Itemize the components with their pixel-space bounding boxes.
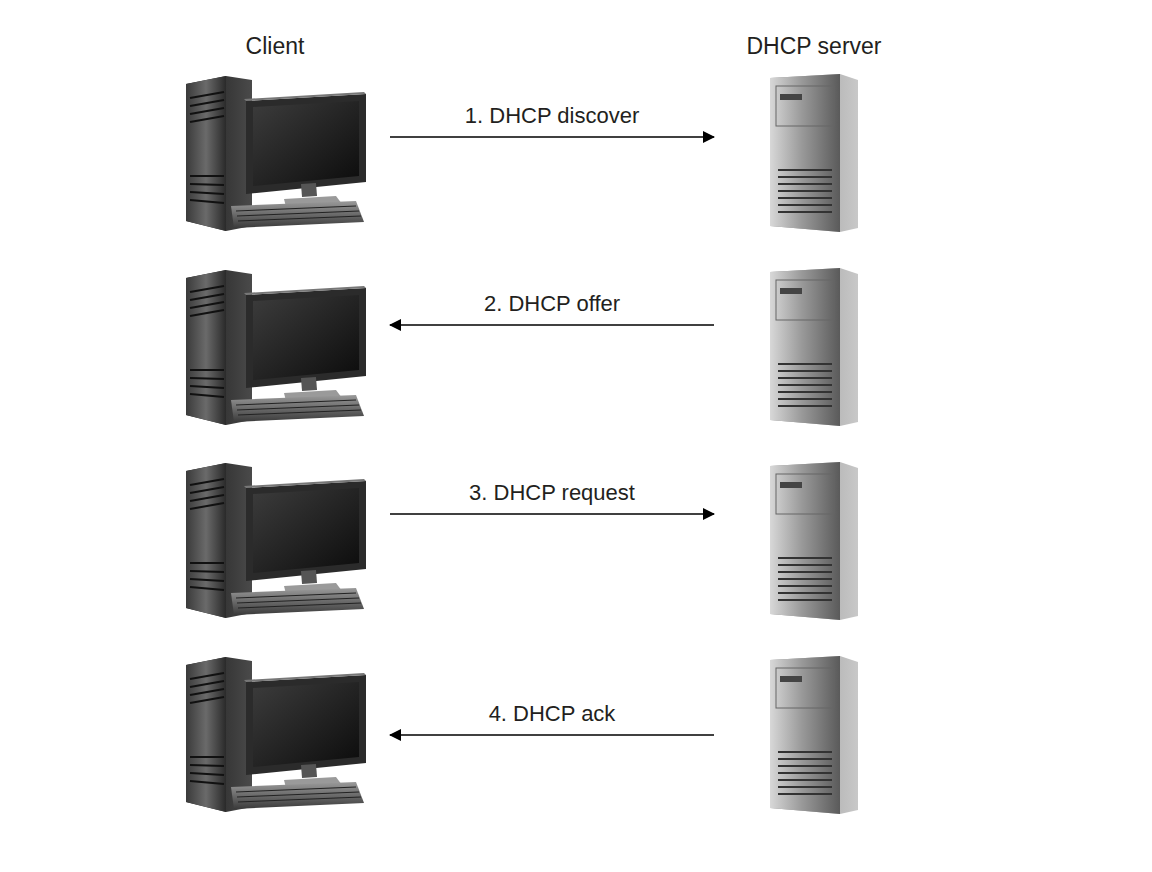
column-node: DHCP server xyxy=(714,32,914,822)
message-label: 1. DHCP discover xyxy=(461,103,643,129)
message-arrow xyxy=(390,734,714,736)
message-label: 3. DHCP request xyxy=(465,480,639,506)
message-label: 2. DHCP offer xyxy=(480,291,624,317)
column-node: Client xyxy=(180,32,370,822)
message-label: 4. DHCP ack xyxy=(485,701,620,727)
message-arrow xyxy=(390,136,714,138)
column-heading: DHCP server xyxy=(714,32,914,60)
message-arrow xyxy=(390,513,714,515)
message-arrow xyxy=(390,324,714,326)
column-heading: Client xyxy=(180,32,370,60)
